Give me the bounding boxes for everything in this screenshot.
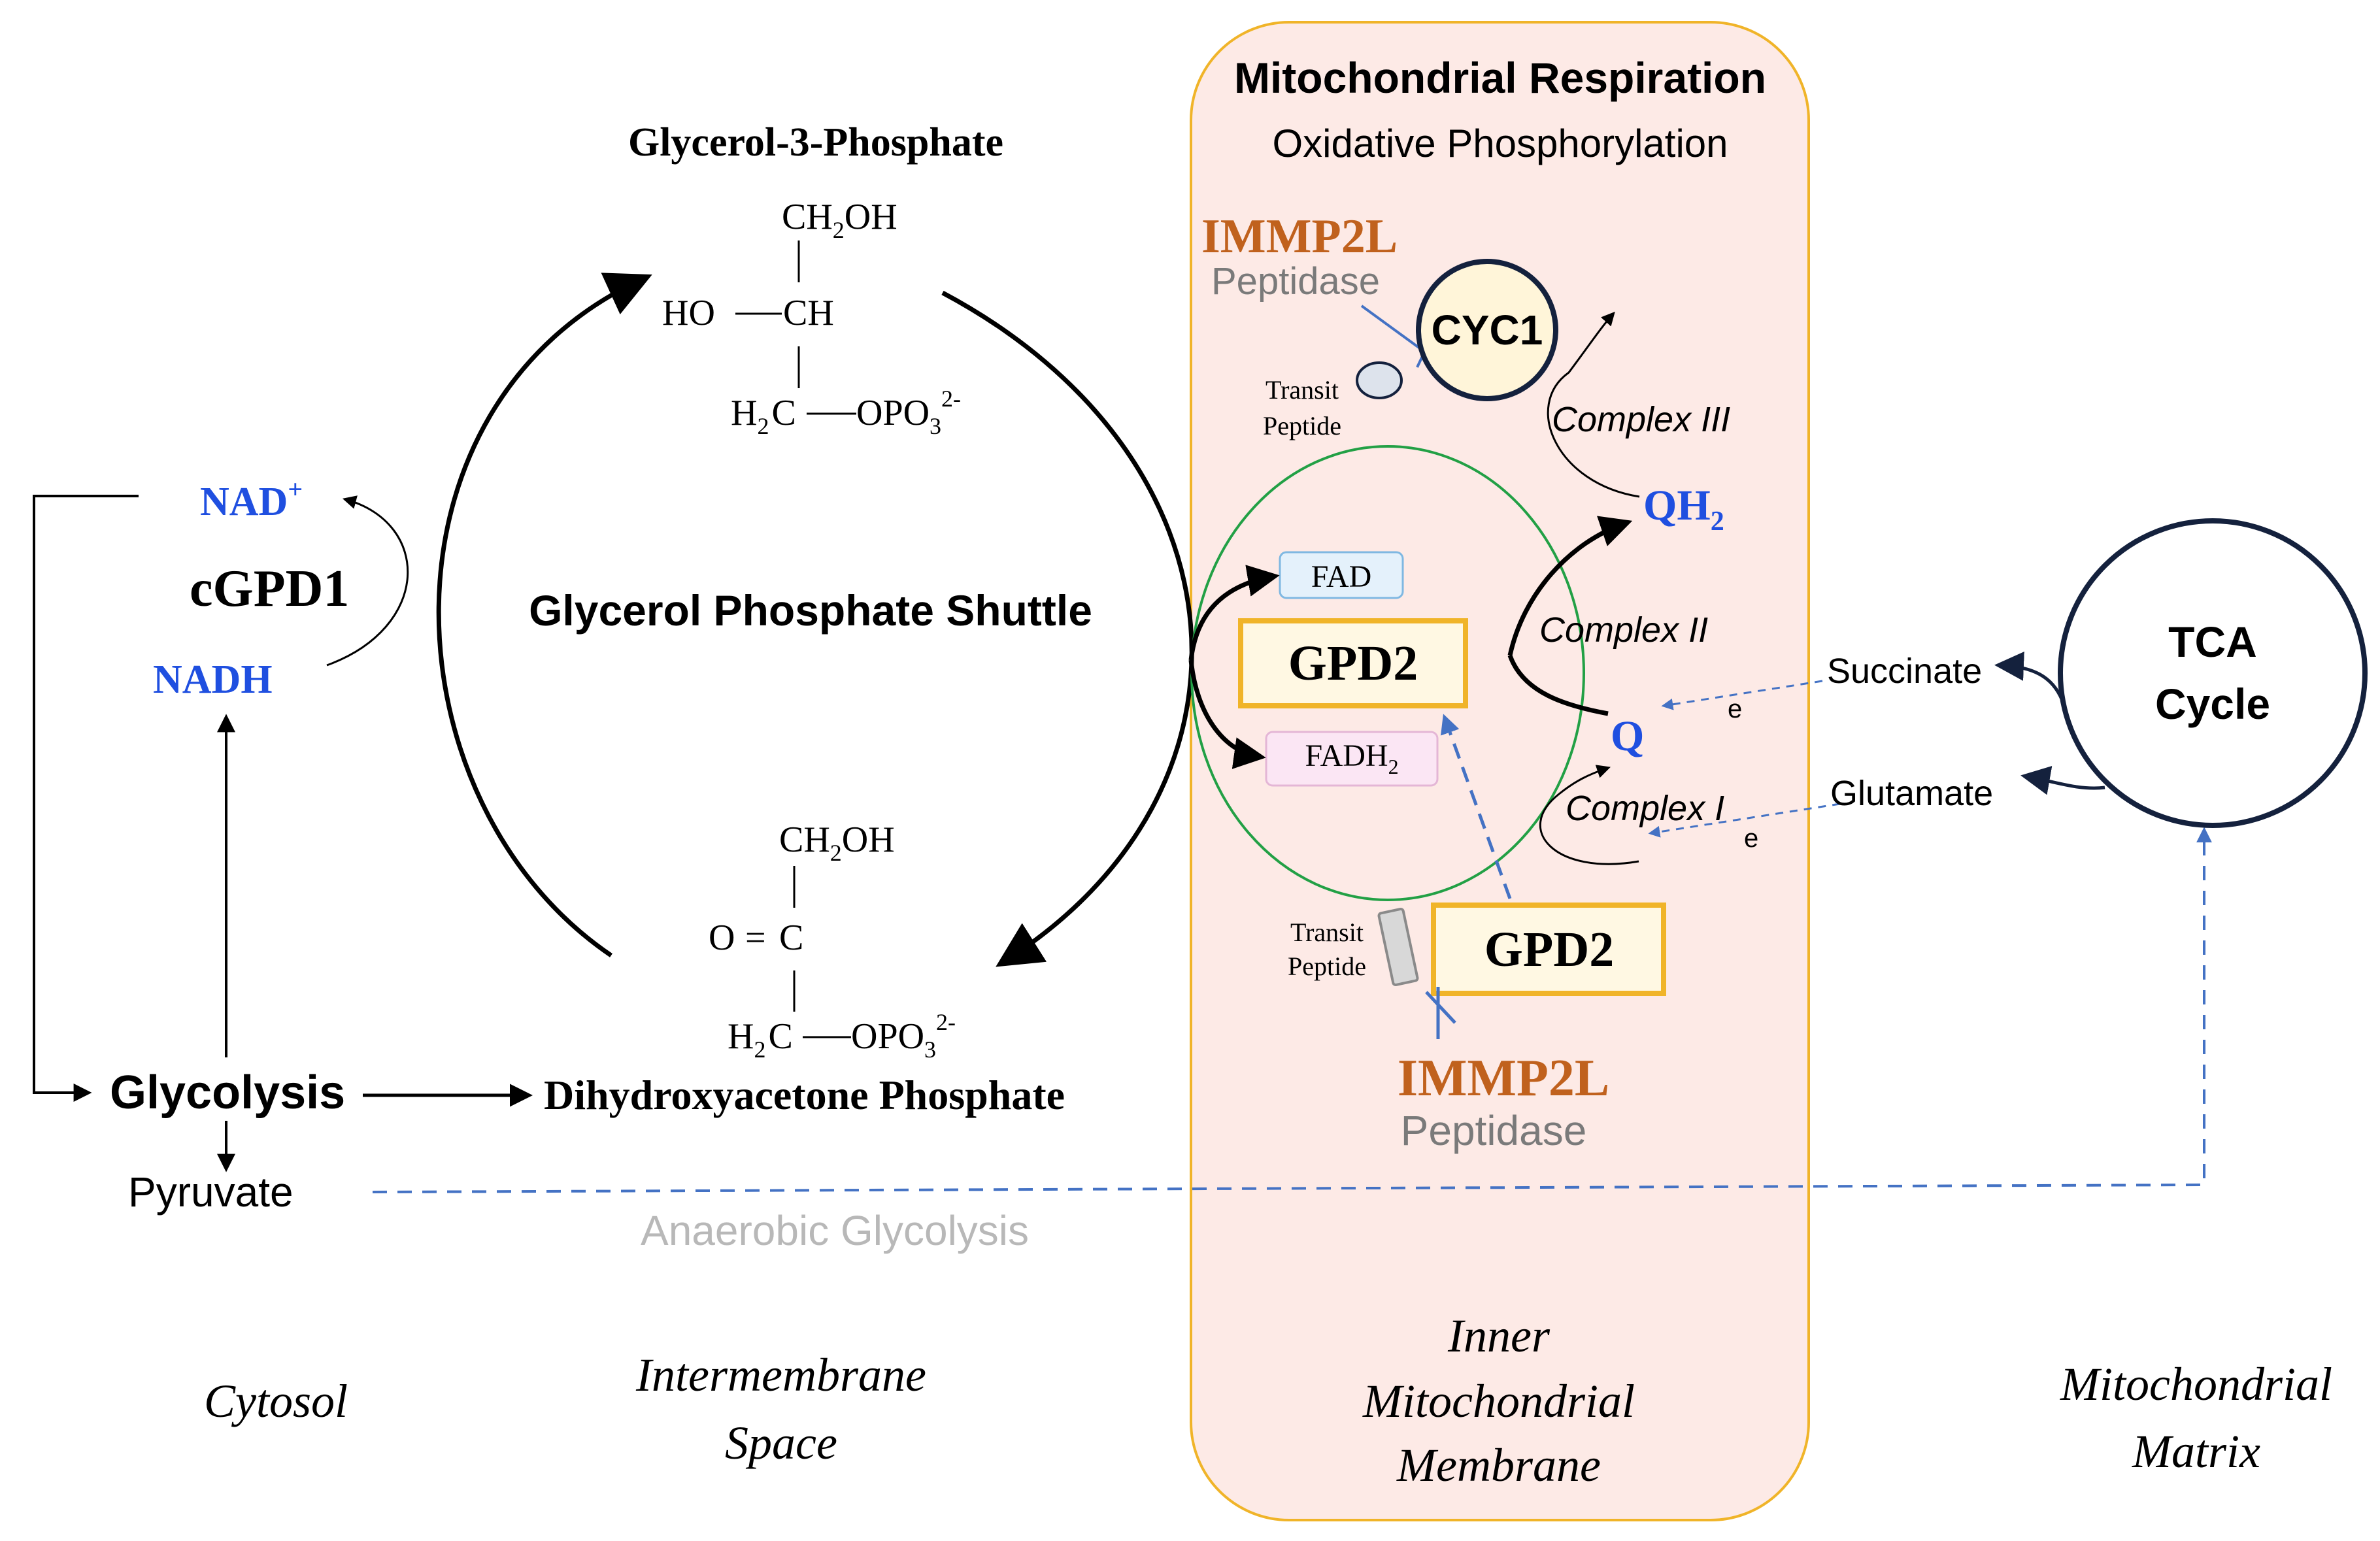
transit-bot-line2: Peptide xyxy=(1288,952,1366,981)
electron-label-1: e xyxy=(1728,695,1742,723)
nadh-to-nad-arc xyxy=(326,495,409,667)
gpd2-outer-box xyxy=(1431,903,1666,996)
complex3-arc xyxy=(1547,311,1640,498)
q-label: Q xyxy=(1611,712,1644,760)
g3p-bottom-group: H2C xyxy=(731,393,796,439)
region-matrix-2: Matrix xyxy=(2132,1425,2260,1478)
inner-membrane-panel xyxy=(1190,21,1810,1521)
cgpd1-label: cGPD1 xyxy=(190,560,349,618)
dhap-o: O xyxy=(709,918,735,958)
complex2-to-qh2-arc xyxy=(1507,516,1633,656)
shuttle-arc-right xyxy=(941,290,1194,967)
tca-label-2: Cycle xyxy=(2155,680,2270,728)
fadh2-label: FADH2 xyxy=(1305,738,1398,778)
fad-entry-arc xyxy=(1188,565,1280,661)
electron-label-2: e xyxy=(1744,824,1758,853)
complex1-arc xyxy=(1539,765,1639,865)
succinate-electron-arrow xyxy=(1661,680,1823,710)
dhap-eq: = xyxy=(745,918,766,958)
glutamate-label: Glutamate xyxy=(1830,774,1993,813)
complex3-label: Complex III xyxy=(1552,400,1730,439)
shuttle-label: Glycerol Phosphate Shuttle xyxy=(529,586,1092,635)
shuttle-arc-left xyxy=(436,273,652,957)
g3p-phosphate: OPO32- xyxy=(856,386,961,439)
tca-label-1: TCA xyxy=(2168,618,2257,666)
g3p-title: Glycerol-3-Phosphate xyxy=(628,120,1003,165)
transit-bot-line1: Transit xyxy=(1290,918,1364,947)
gpd2-inner-label: GPD2 xyxy=(1288,636,1418,691)
fadh2-box xyxy=(1265,731,1439,787)
transit-top-line1: Transit xyxy=(1265,375,1339,405)
gpd2-inner-box xyxy=(1238,618,1468,708)
complex1-label: Complex I xyxy=(1566,789,1724,828)
peptidase-bottom-label: Peptidase xyxy=(1401,1107,1587,1154)
immp2l-bottom-label: IMMP2L xyxy=(1398,1050,1609,1107)
qh2-label: QH2 xyxy=(1643,482,1724,537)
dhap-top-group: CH2OH xyxy=(779,820,895,866)
g3p-ho: HO xyxy=(662,293,715,333)
pyruvate-label: Pyruvate xyxy=(128,1168,293,1216)
nad-recycle-line xyxy=(33,495,139,1102)
nad-label: NAD+ xyxy=(200,474,303,524)
g3p-top-group: CH2OH xyxy=(782,197,897,243)
gpd2-import-dashed xyxy=(1441,714,1512,899)
complex2-label: Complex II xyxy=(1539,610,1708,650)
region-cytosol: Cytosol xyxy=(204,1375,348,1427)
dhap-title: Dihydroxyacetone Phosphate xyxy=(544,1072,1065,1118)
tca-to-succinate-arrow xyxy=(1994,651,2064,701)
fad-label: FAD xyxy=(1311,559,1371,594)
complex2-from-fadh2-arc xyxy=(1507,654,1609,716)
region-inner-2: Mitochondrial xyxy=(1362,1375,1635,1427)
cyc1-complex xyxy=(1416,259,1558,401)
g3p-ch: CH xyxy=(783,293,834,333)
anaerobic-label: Anaerobic Glycolysis xyxy=(641,1207,1029,1254)
dhap-c: C xyxy=(779,918,803,958)
region-intermembrane-2: Space xyxy=(725,1417,837,1469)
tca-cycle-circle xyxy=(2058,518,2368,828)
region-inner-3: Membrane xyxy=(1396,1439,1601,1491)
fadh2-entry-arc xyxy=(1188,659,1266,769)
transit-peptide-bottom-shape xyxy=(1377,908,1419,986)
region-matrix-1: Mitochondrial xyxy=(2060,1358,2332,1410)
panel-subtitle: Oxidative Phosphorylation xyxy=(1272,122,1728,165)
cyc1-label: CYC1 xyxy=(1432,307,1543,354)
succinate-label: Succinate xyxy=(1827,652,1982,691)
glycolysis-label: Glycolysis xyxy=(110,1067,345,1119)
peptidase-top-label: Peptidase xyxy=(1211,260,1380,303)
glutamate-electron-arrow xyxy=(1648,803,1841,838)
pyruvate-to-tca-dashed xyxy=(372,827,2212,1193)
gpd2-cleavage-tick xyxy=(1425,991,1456,1024)
region-intermembrane-1: Intermembrane xyxy=(635,1349,926,1401)
transit-peptide-top-shape xyxy=(1356,361,1403,399)
region-inner-1: Inner xyxy=(1447,1310,1550,1362)
tca-to-glutamate-arrow xyxy=(2020,766,2105,795)
panel-title: Mitochondrial Respiration xyxy=(1234,54,1766,102)
transit-top-line2: Peptide xyxy=(1263,411,1341,440)
dhap-bottom-group: H2C xyxy=(728,1016,793,1063)
immp2l-top-label: IMMP2L xyxy=(1201,210,1398,263)
dhap-phosphate: OPO32- xyxy=(851,1009,956,1063)
nadh-label: NADH xyxy=(153,657,273,702)
fad-box xyxy=(1279,551,1404,599)
gpd2-outer-label: GPD2 xyxy=(1484,922,1614,977)
